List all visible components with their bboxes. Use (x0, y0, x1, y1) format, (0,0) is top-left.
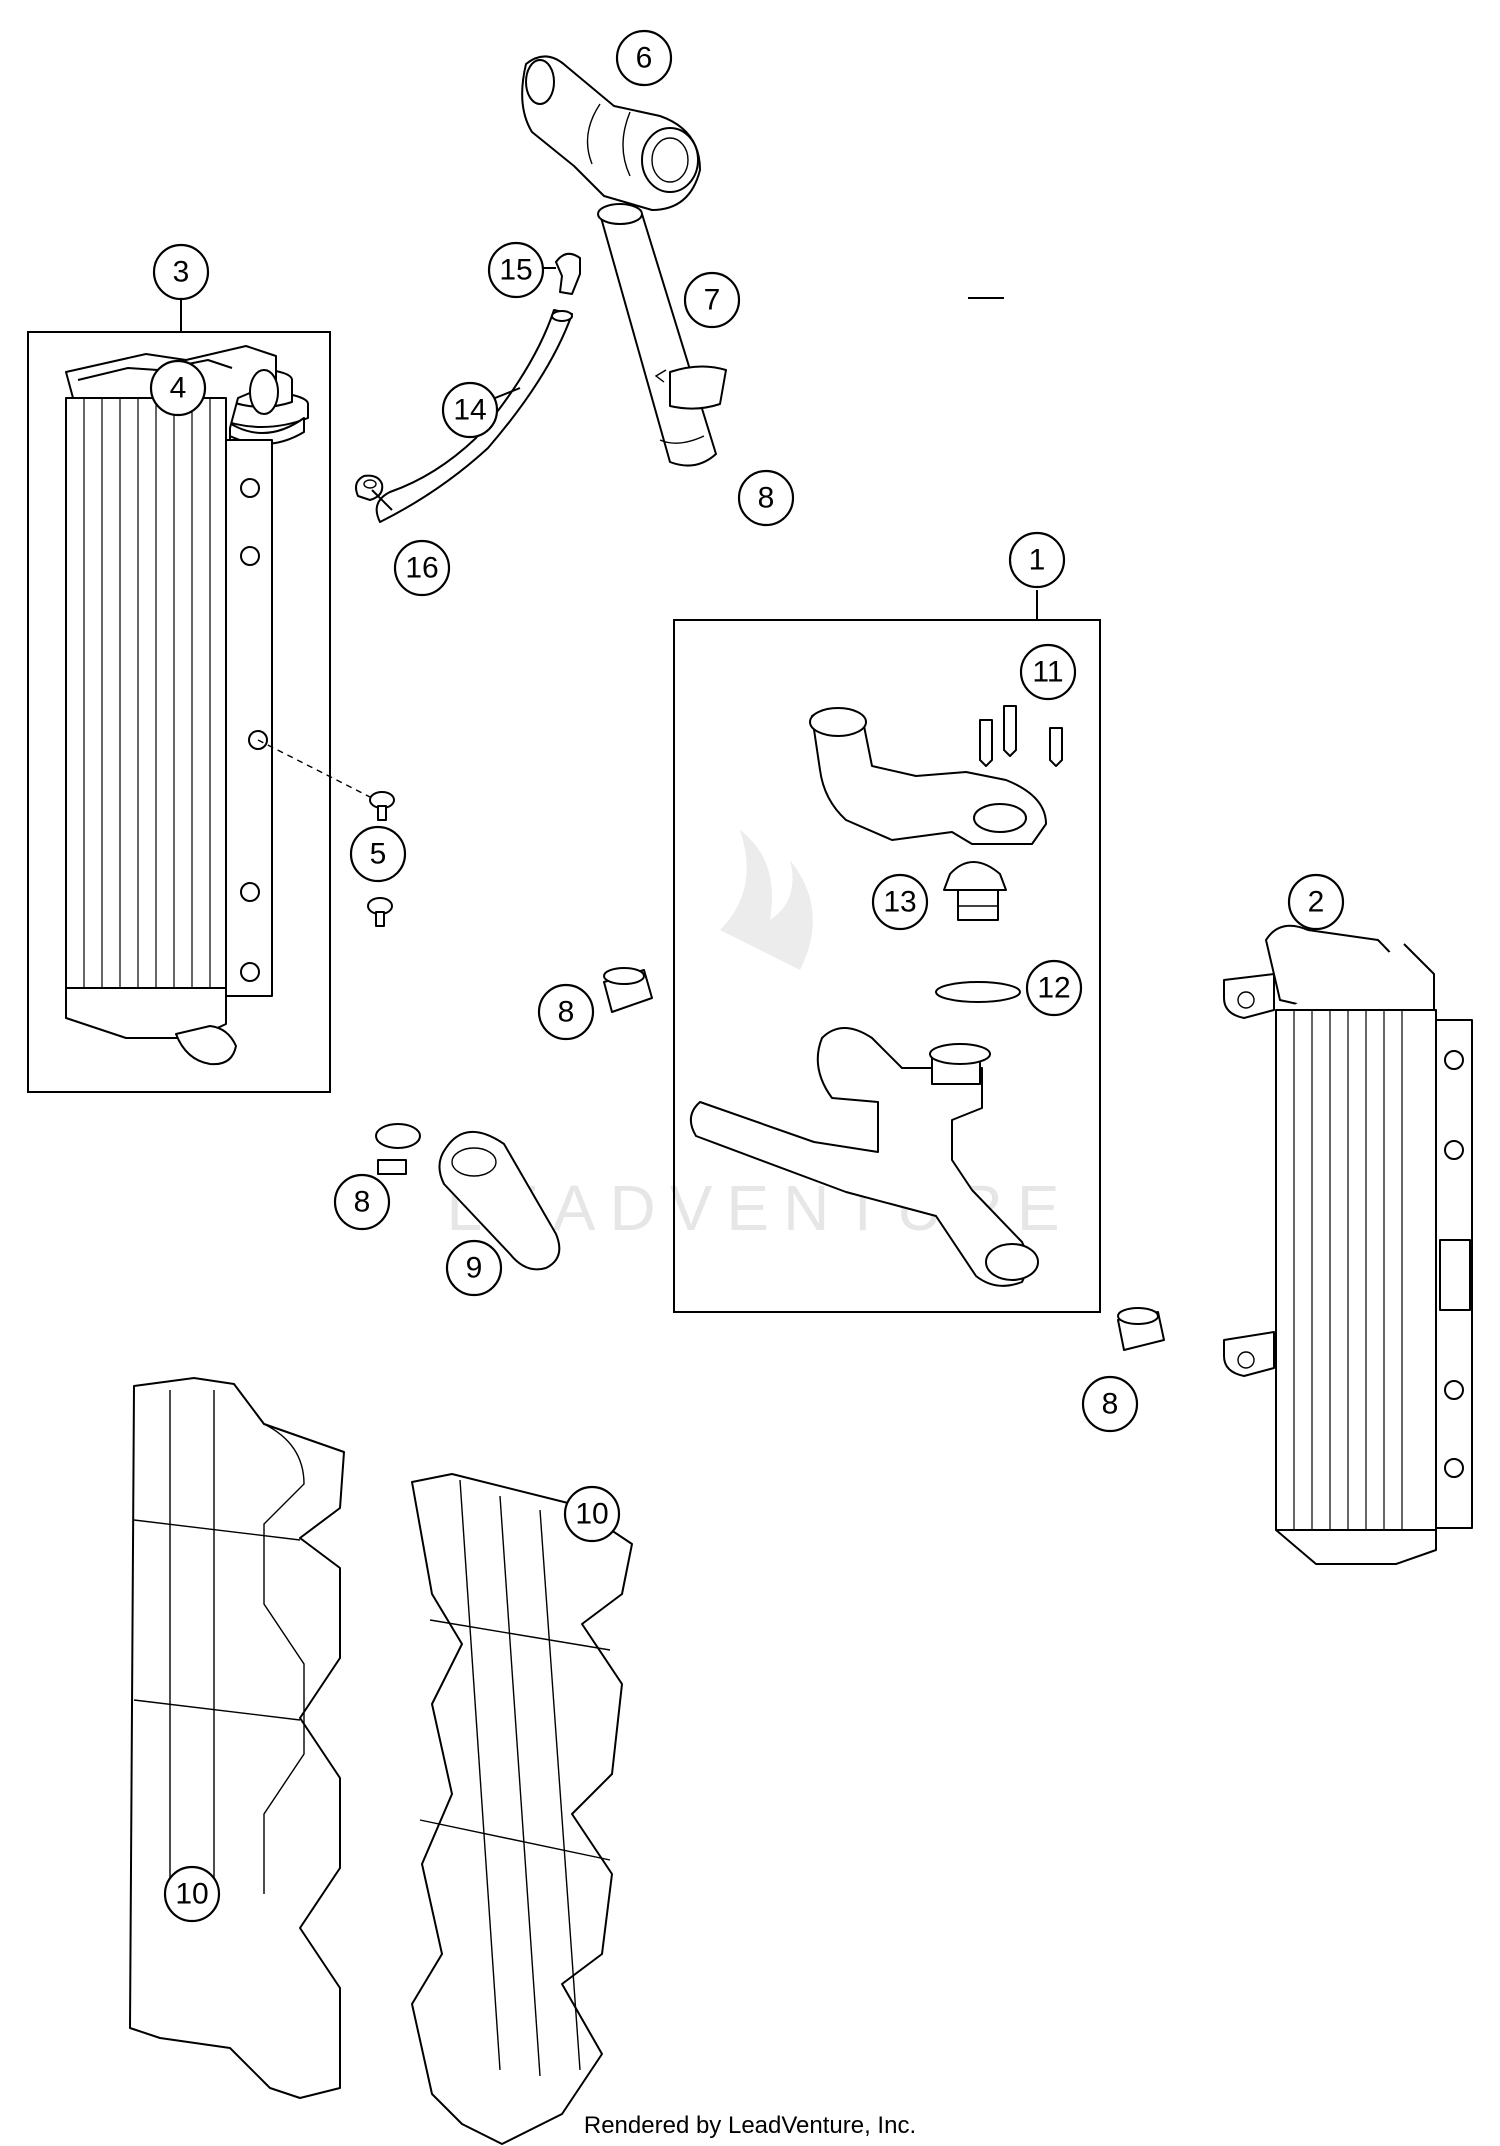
screw-upper[interactable] (369, 791, 395, 821)
svg-text:15: 15 (499, 254, 532, 287)
callout-4: 4 (149, 359, 207, 417)
coolant-pipe-7[interactable] (597, 203, 717, 467)
svg-text:1: 1 (1029, 544, 1046, 577)
callout-2: 2 (1287, 873, 1345, 931)
svg-text:3: 3 (173, 256, 190, 289)
screw-lower[interactable] (367, 897, 393, 927)
hose-clamp-8-upper[interactable] (654, 365, 727, 410)
callout-9: 9 (445, 1239, 503, 1297)
callout-7: 7 (683, 271, 741, 329)
group-1-frame (673, 619, 1101, 1313)
radiator-left-assembly (27, 298, 395, 1093)
radiator-right-fins (1293, 1010, 1403, 1530)
callout-13: 13 (871, 873, 929, 931)
callout-8-left: 8 (333, 1173, 391, 1231)
callout-16: 16 (393, 539, 451, 597)
svg-text:10: 10 (175, 1878, 208, 1911)
svg-text:2: 2 (1308, 886, 1325, 919)
callout-3: 3 (152, 243, 210, 301)
o-ring[interactable] (935, 981, 1021, 1003)
thermostat-assembly (673, 590, 1101, 1313)
hose-clip-15[interactable] (555, 252, 581, 295)
housing-screws[interactable] (979, 705, 1063, 767)
callout-5: 5 (349, 825, 407, 883)
callout-15: 15 (487, 241, 545, 299)
svg-text:5: 5 (370, 838, 387, 871)
svg-text:9: 9 (466, 1252, 483, 1285)
radiator-left[interactable] (65, 345, 279, 1066)
hose-sleeve-8-mid[interactable] (603, 967, 653, 1013)
coolant-connector-6[interactable] (521, 55, 701, 211)
thermostat-housing-lower[interactable] (689, 1027, 1039, 1287)
svg-text:12: 12 (1037, 972, 1070, 1005)
svg-text:10: 10 (575, 1498, 608, 1531)
svg-text:11: 11 (1032, 656, 1063, 689)
svg-text:4: 4 (170, 372, 187, 405)
svg-text:7: 7 (704, 284, 721, 317)
callout-10-left: 10 (163, 1865, 221, 1923)
svg-text:8: 8 (1102, 1388, 1119, 1421)
callout-8-mid: 8 (537, 983, 595, 1041)
footer-credit: Rendered by LeadVenture, Inc. (583, 2112, 917, 2139)
radiator-left-fins (83, 398, 211, 988)
thermostat-housing-upper[interactable] (809, 707, 1047, 845)
callout-11: 11 (1019, 643, 1077, 701)
svg-text:13: 13 (883, 886, 916, 919)
thermostat[interactable] (943, 861, 1007, 921)
group-3-frame (27, 331, 331, 1093)
radiator-right[interactable] (1223, 924, 1473, 1565)
svg-text:8: 8 (758, 482, 775, 515)
breather-hose-14[interactable] (375, 309, 573, 523)
radiator-guard-right[interactable] (411, 1473, 633, 2145)
coolant-hose-9[interactable] (438, 1130, 561, 1271)
svg-text:8: 8 (354, 1186, 371, 1219)
callout-14: 14 (441, 381, 499, 439)
callout-1: 1 (1008, 531, 1066, 589)
radiator-guard-left[interactable] (129, 1377, 345, 2099)
callout-8-upper: 8 (737, 469, 795, 527)
callout-8-right: 8 (1081, 1375, 1139, 1433)
callout-12: 12 (1025, 959, 1083, 1017)
svg-text:8: 8 (558, 996, 575, 1029)
svg-text:6: 6 (636, 42, 653, 75)
svg-text:16: 16 (405, 552, 438, 585)
svg-text:14: 14 (453, 394, 486, 427)
hose-clamp-8-left[interactable] (375, 1123, 421, 1175)
callout-10-right: 10 (563, 1485, 621, 1543)
hose-sleeve-8-right[interactable] (1117, 1307, 1165, 1351)
callout-6: 6 (615, 29, 673, 87)
